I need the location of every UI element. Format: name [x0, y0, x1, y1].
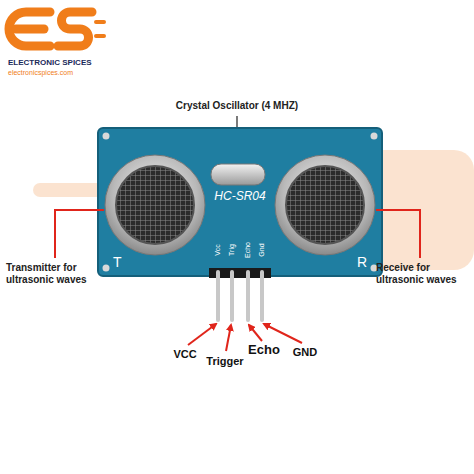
- brand-name: ELECTRONIC SPICES: [8, 58, 92, 67]
- silk-letter: R: [357, 254, 367, 270]
- pin-name: GND: [293, 346, 317, 359]
- receiver-transducer: [275, 155, 375, 255]
- pin-name: Trigger: [206, 355, 243, 368]
- pin-marking: Vcc: [214, 244, 222, 256]
- part-label: Crystal Oscillator (4 MHZ): [176, 100, 298, 112]
- logo-mark: [9, 12, 104, 46]
- pin-marking: Trig: [228, 244, 236, 256]
- silk-letter: T: [113, 254, 122, 270]
- pin-arrows: [188, 324, 302, 351]
- pin-name: VCC: [173, 348, 196, 361]
- leader-line: [376, 210, 420, 258]
- crystal-oscillator: [211, 164, 265, 185]
- circuit-board: [98, 128, 382, 276]
- part-label: Transmitter for ultrasonic waves: [6, 262, 110, 285]
- model-marking: HC-SR04: [214, 190, 265, 204]
- part-label: Receive for ultrasonic waves: [376, 262, 470, 285]
- pin-marking: Gnd: [258, 243, 266, 256]
- leader-line: [55, 210, 104, 258]
- pin-header: [209, 268, 271, 320]
- pin-marking: Echo: [244, 242, 252, 258]
- brand-url: electronicspices.com: [8, 69, 73, 77]
- transmitter-transducer: [105, 155, 205, 255]
- pin-name: Echo: [248, 343, 280, 358]
